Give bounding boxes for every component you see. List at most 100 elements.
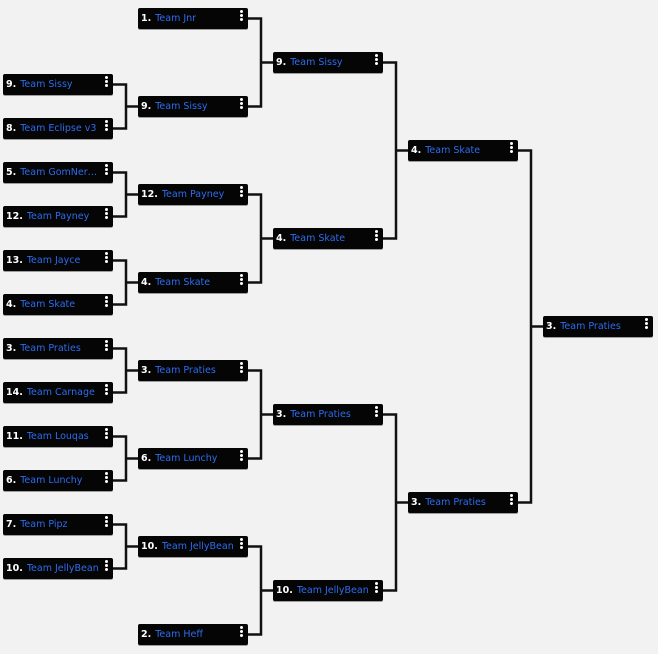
team-seed: 1. bbox=[141, 13, 152, 24]
team-seed: 12. bbox=[6, 211, 23, 222]
team-card-r0-11[interactable]: 7.Team Pipz bbox=[3, 514, 113, 535]
team-card-r3-1[interactable]: 4.Team Skate bbox=[408, 140, 518, 161]
kebab-menu-icon[interactable] bbox=[103, 472, 109, 488]
team-name[interactable]: Team Lunchy bbox=[155, 453, 218, 464]
team-name[interactable]: Team Praties bbox=[155, 365, 216, 376]
team-seed: 6. bbox=[6, 475, 17, 486]
kebab-menu-icon[interactable] bbox=[238, 626, 244, 642]
kebab-menu-icon[interactable] bbox=[238, 450, 244, 466]
kebab-menu-icon[interactable] bbox=[643, 318, 649, 334]
team-card-r1-4[interactable]: 4.Team Skate bbox=[138, 272, 248, 293]
team-name[interactable]: Team Skate bbox=[290, 233, 346, 244]
team-name[interactable]: Team Skate bbox=[155, 277, 211, 288]
kebab-menu-icon[interactable] bbox=[103, 428, 109, 444]
team-seed: 4. bbox=[411, 145, 422, 156]
team-card-r0-1[interactable]: 9.Team Sissy bbox=[3, 74, 113, 95]
kebab-menu-icon[interactable] bbox=[103, 560, 109, 576]
kebab-menu-icon[interactable] bbox=[103, 340, 109, 356]
kebab-menu-icon[interactable] bbox=[103, 252, 109, 268]
connector-line-10 bbox=[248, 545, 273, 636]
team-name[interactable]: Team Sissy bbox=[155, 101, 208, 112]
kebab-menu-icon[interactable] bbox=[103, 296, 109, 312]
team-seed: 11. bbox=[6, 431, 23, 442]
team-card-r1-3[interactable]: 12.Team Payney bbox=[138, 184, 248, 205]
team-seed: 4. bbox=[6, 299, 17, 310]
team-name[interactable]: Team Sissy bbox=[20, 79, 73, 90]
team-name[interactable]: Team Praties bbox=[560, 321, 621, 332]
team-name[interactable]: Team Eclipse v3 bbox=[20, 123, 97, 134]
team-name[interactable]: Team GomNer… bbox=[20, 167, 98, 178]
team-card-r0-8[interactable]: 14.Team Carnage bbox=[3, 382, 113, 403]
team-card-r1-6[interactable]: 6.Team Lunchy bbox=[138, 448, 248, 469]
team-card-r0-10[interactable]: 6.Team Lunchy bbox=[3, 470, 113, 491]
kebab-menu-icon[interactable] bbox=[373, 406, 379, 422]
team-name[interactable]: Team Payney bbox=[161, 189, 225, 200]
team-seed: 4. bbox=[276, 233, 287, 244]
team-card-r3-2[interactable]: 3.Team Praties bbox=[408, 492, 518, 513]
team-card-r1-1[interactable]: 1.Team Jnr bbox=[138, 8, 248, 29]
team-name[interactable]: Team Skate bbox=[425, 145, 481, 156]
team-name[interactable]: Team Jayce bbox=[26, 255, 81, 266]
team-name[interactable]: Team Praties bbox=[20, 343, 81, 354]
team-card-r2-3[interactable]: 3.Team Praties bbox=[273, 404, 383, 425]
team-name[interactable]: Team Sissy bbox=[290, 57, 343, 68]
team-card-r1-5[interactable]: 3.Team Praties bbox=[138, 360, 248, 381]
team-name[interactable]: Team JellyBean bbox=[296, 585, 369, 596]
team-name[interactable]: Team JellyBean bbox=[161, 541, 234, 552]
kebab-menu-icon[interactable] bbox=[238, 538, 244, 554]
team-card-r2-4[interactable]: 10.Team JellyBean bbox=[273, 580, 383, 601]
team-name[interactable]: Team Praties bbox=[290, 409, 351, 420]
kebab-menu-icon[interactable] bbox=[103, 120, 109, 136]
kebab-menu-icon[interactable] bbox=[373, 582, 379, 598]
kebab-menu-icon[interactable] bbox=[508, 494, 514, 510]
team-seed: 6. bbox=[141, 453, 152, 464]
team-name[interactable]: Team Carnage bbox=[26, 387, 95, 398]
team-name[interactable]: Team Louqas bbox=[26, 431, 89, 442]
kebab-menu-icon[interactable] bbox=[238, 362, 244, 378]
team-name[interactable]: Team Payney bbox=[26, 211, 90, 222]
kebab-menu-icon[interactable] bbox=[238, 274, 244, 290]
team-card-r0-9[interactable]: 11.Team Louqas bbox=[3, 426, 113, 447]
team-card-r2-1[interactable]: 9.Team Sissy bbox=[273, 52, 383, 73]
kebab-menu-icon[interactable] bbox=[103, 208, 109, 224]
team-card-r1-2[interactable]: 9.Team Sissy bbox=[138, 96, 248, 117]
team-name[interactable]: Team Pipz bbox=[20, 519, 68, 530]
kebab-menu-icon[interactable] bbox=[103, 76, 109, 92]
kebab-menu-icon[interactable] bbox=[238, 98, 244, 114]
kebab-menu-icon[interactable] bbox=[373, 54, 379, 70]
team-seed: 12. bbox=[141, 189, 158, 200]
kebab-menu-icon[interactable] bbox=[103, 516, 109, 532]
team-card-r0-6[interactable]: 4.Team Skate bbox=[3, 294, 113, 315]
kebab-menu-icon[interactable] bbox=[238, 186, 244, 202]
connector-line-7 bbox=[248, 17, 273, 108]
team-card-r0-4[interactable]: 12.Team Payney bbox=[3, 206, 113, 227]
kebab-menu-icon[interactable] bbox=[373, 230, 379, 246]
team-card-r2-2[interactable]: 4.Team Skate bbox=[273, 228, 383, 249]
connector-line-2 bbox=[113, 171, 138, 218]
team-name[interactable]: Team Heff bbox=[155, 629, 203, 640]
team-seed: 14. bbox=[6, 387, 23, 398]
connector-line-9 bbox=[248, 369, 273, 460]
team-seed: 4. bbox=[141, 277, 152, 288]
team-name[interactable]: Team JellyBean bbox=[26, 563, 99, 574]
team-card-r0-2[interactable]: 8.Team Eclipse v3 bbox=[3, 118, 113, 139]
team-seed: 3. bbox=[411, 497, 422, 508]
team-card-r0-3[interactable]: 5.Team GomNer… bbox=[3, 162, 113, 183]
team-name[interactable]: Team Lunchy bbox=[20, 475, 83, 486]
team-seed: 3. bbox=[141, 365, 152, 376]
kebab-menu-icon[interactable] bbox=[103, 384, 109, 400]
team-seed: 9. bbox=[6, 79, 17, 90]
team-card-r0-5[interactable]: 13.Team Jayce bbox=[3, 250, 113, 271]
team-card-r4-1[interactable]: 3.Team Praties bbox=[543, 316, 653, 337]
team-name[interactable]: Team Jnr bbox=[155, 13, 197, 24]
team-name[interactable]: Team Skate bbox=[20, 299, 76, 310]
kebab-menu-icon[interactable] bbox=[238, 10, 244, 26]
kebab-menu-icon[interactable] bbox=[508, 142, 514, 158]
team-card-r1-7[interactable]: 10.Team JellyBean bbox=[138, 536, 248, 557]
team-card-r0-12[interactable]: 10.Team JellyBean bbox=[3, 558, 113, 579]
kebab-menu-icon[interactable] bbox=[103, 164, 109, 180]
team-card-r1-8[interactable]: 2.Team Heff bbox=[138, 624, 248, 645]
connector-line-6 bbox=[113, 523, 138, 570]
team-name[interactable]: Team Praties bbox=[425, 497, 486, 508]
team-card-r0-7[interactable]: 3.Team Praties bbox=[3, 338, 113, 359]
